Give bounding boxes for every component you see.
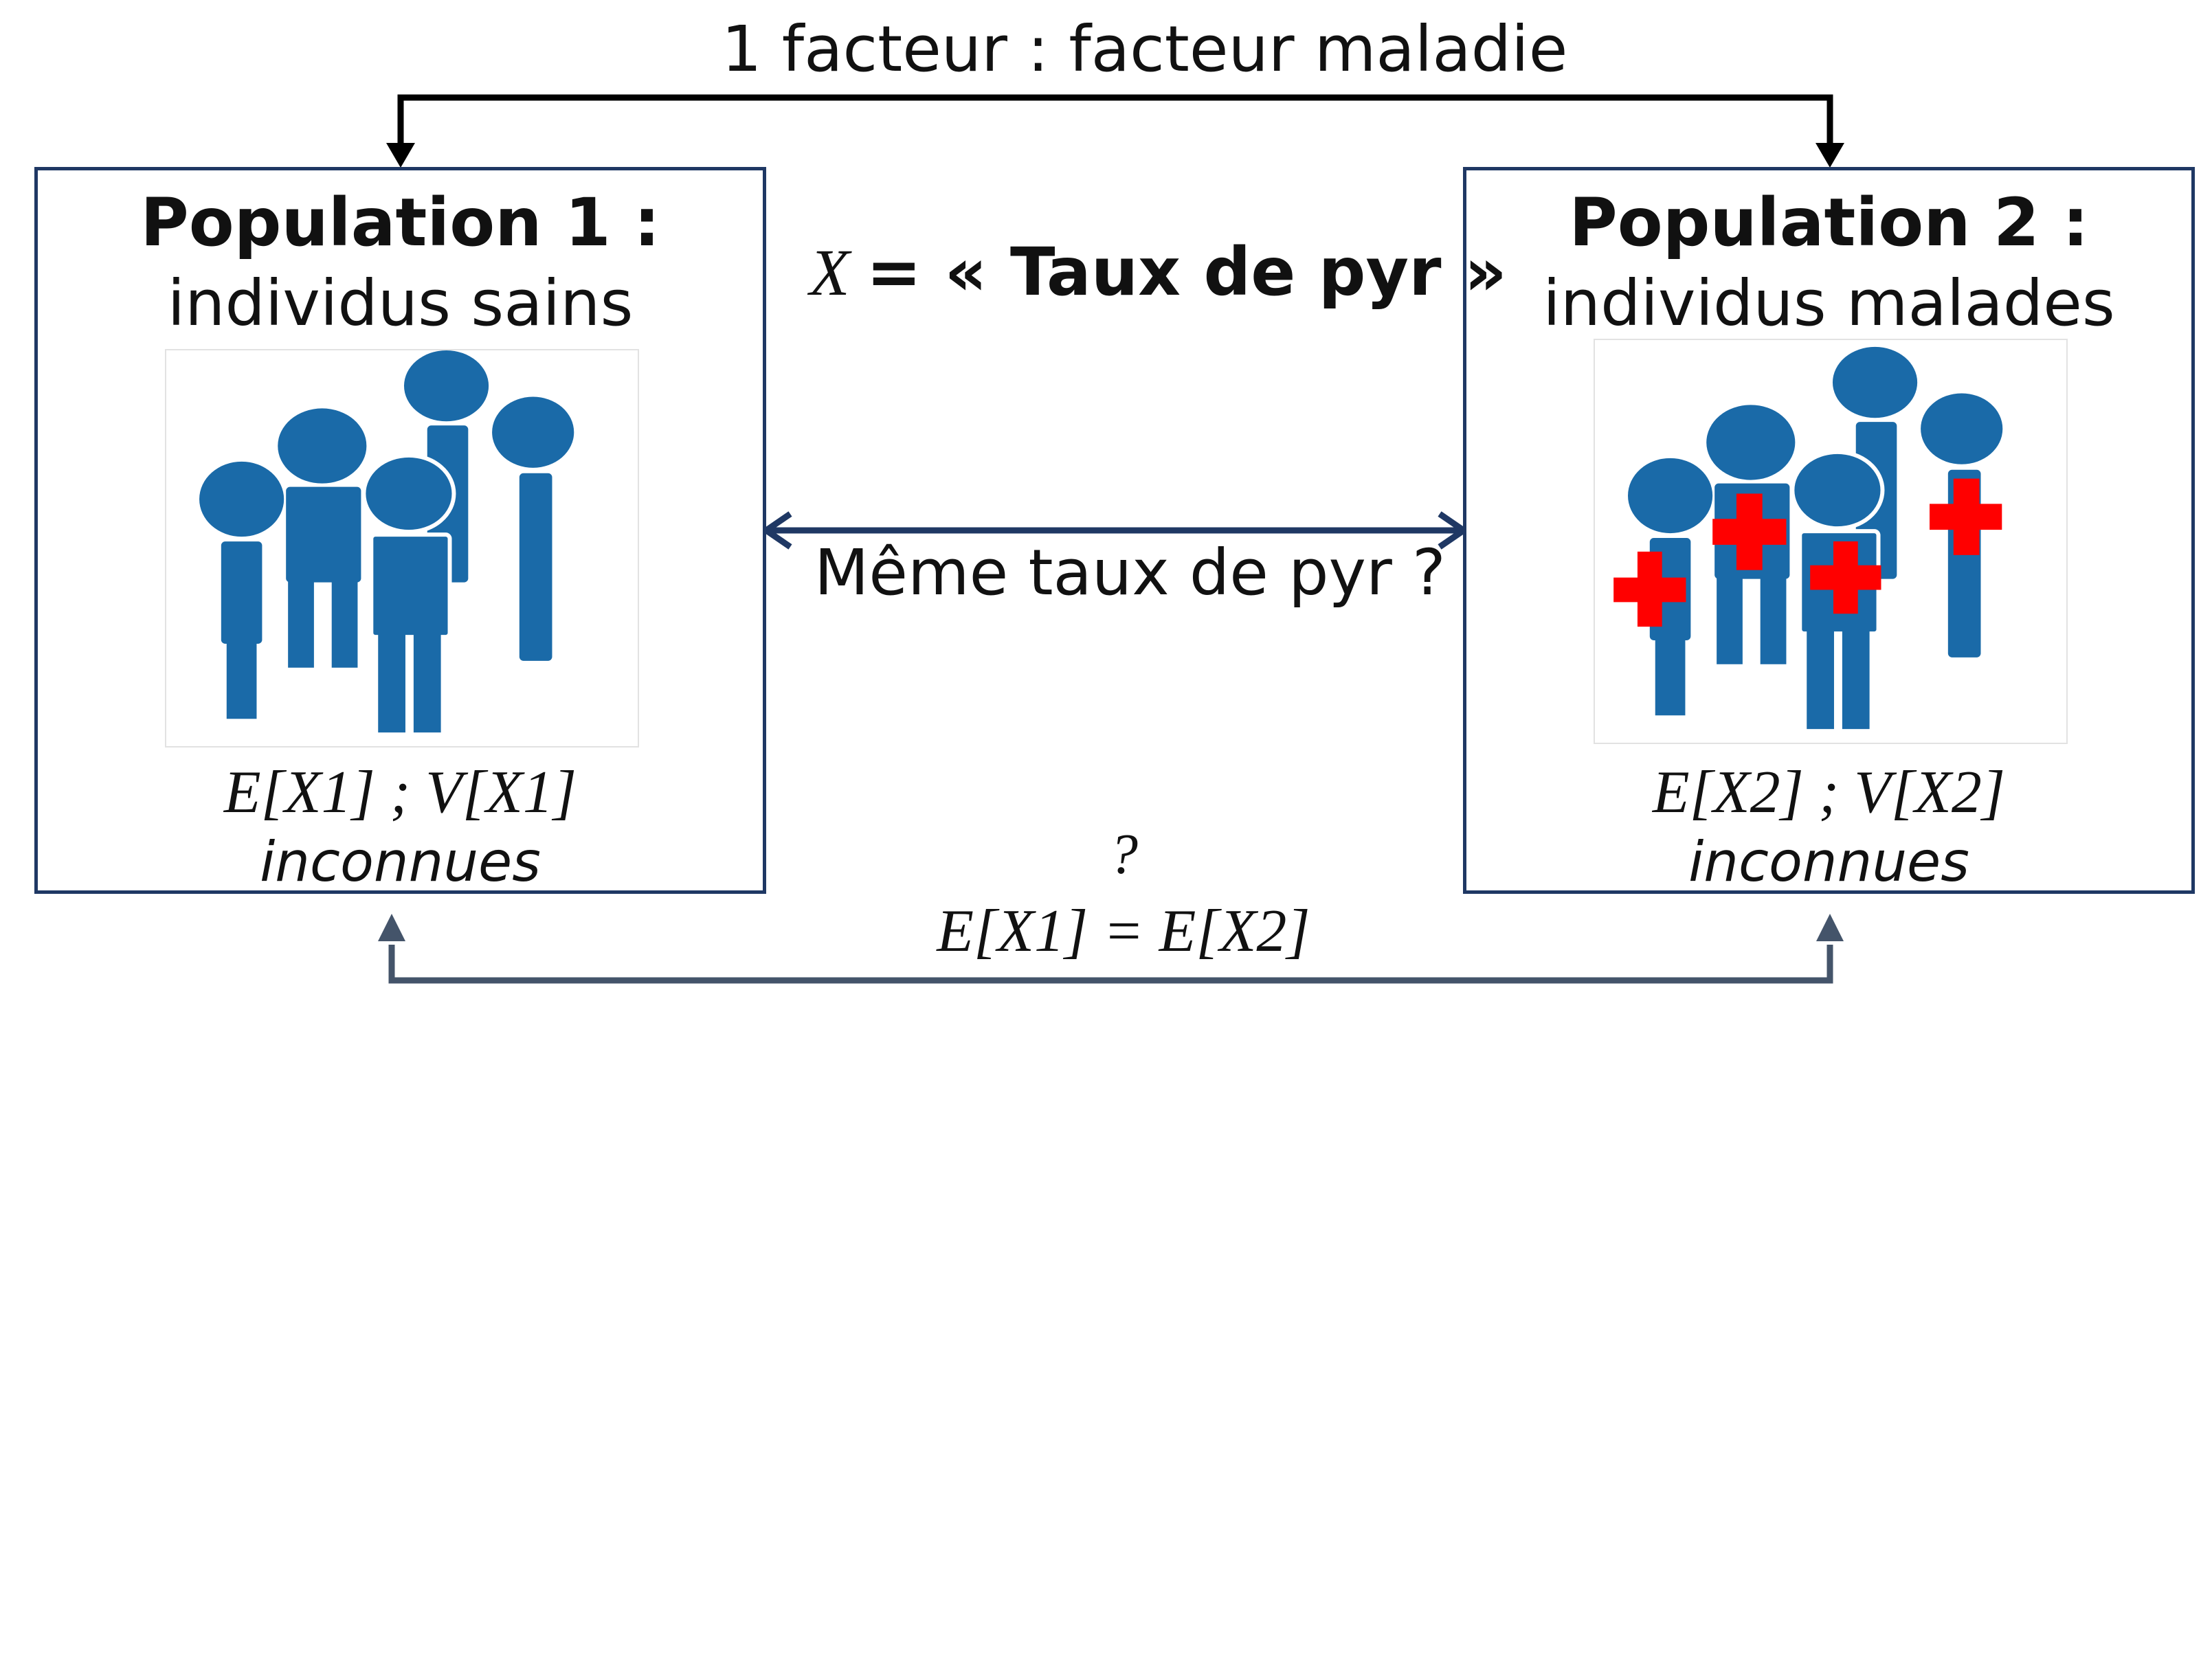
population-2-title: Population 2 : xyxy=(1569,184,2089,261)
population-2-subtitle: individus malades xyxy=(1543,267,2115,340)
population-1-subtitle: individus sains xyxy=(167,267,634,340)
variable-description: = « Taux de pyr » xyxy=(866,234,1507,311)
hypothesis-equation: E[X1] = E[X2] xyxy=(937,898,1310,965)
comparison-question: Même taux de pyr ? xyxy=(814,536,1446,609)
population-1-title: Population 1 : xyxy=(140,184,660,261)
population-1-box: Population 1 : individus sains xyxy=(34,167,766,894)
population-2-params: E[X2] ; V[X2] xyxy=(1652,759,2006,826)
sick-people-figures xyxy=(1613,346,2003,730)
hypothesis-question-mark: ? xyxy=(1109,822,1138,886)
population-2-box: Population 2 : individus malades xyxy=(1463,167,2195,894)
bottom-hypothesis-arrow xyxy=(388,945,1833,984)
population-2-status: inconnues xyxy=(1688,830,1969,894)
people-figures xyxy=(199,350,574,733)
population-1-status: inconnues xyxy=(260,830,541,894)
variable-definition: X = « Taux de pyr » xyxy=(809,234,1507,311)
factor-label: 1 facteur : facteur maladie xyxy=(722,12,1568,86)
top-factor-arrow xyxy=(397,94,1833,148)
variable-symbol: X xyxy=(809,236,850,309)
medical-cross-icons xyxy=(1613,478,2002,627)
population-1-params: E[X1] ; V[X1] xyxy=(223,759,577,826)
sick-people-group-icon xyxy=(1594,339,2068,744)
people-group-icon xyxy=(165,349,639,747)
